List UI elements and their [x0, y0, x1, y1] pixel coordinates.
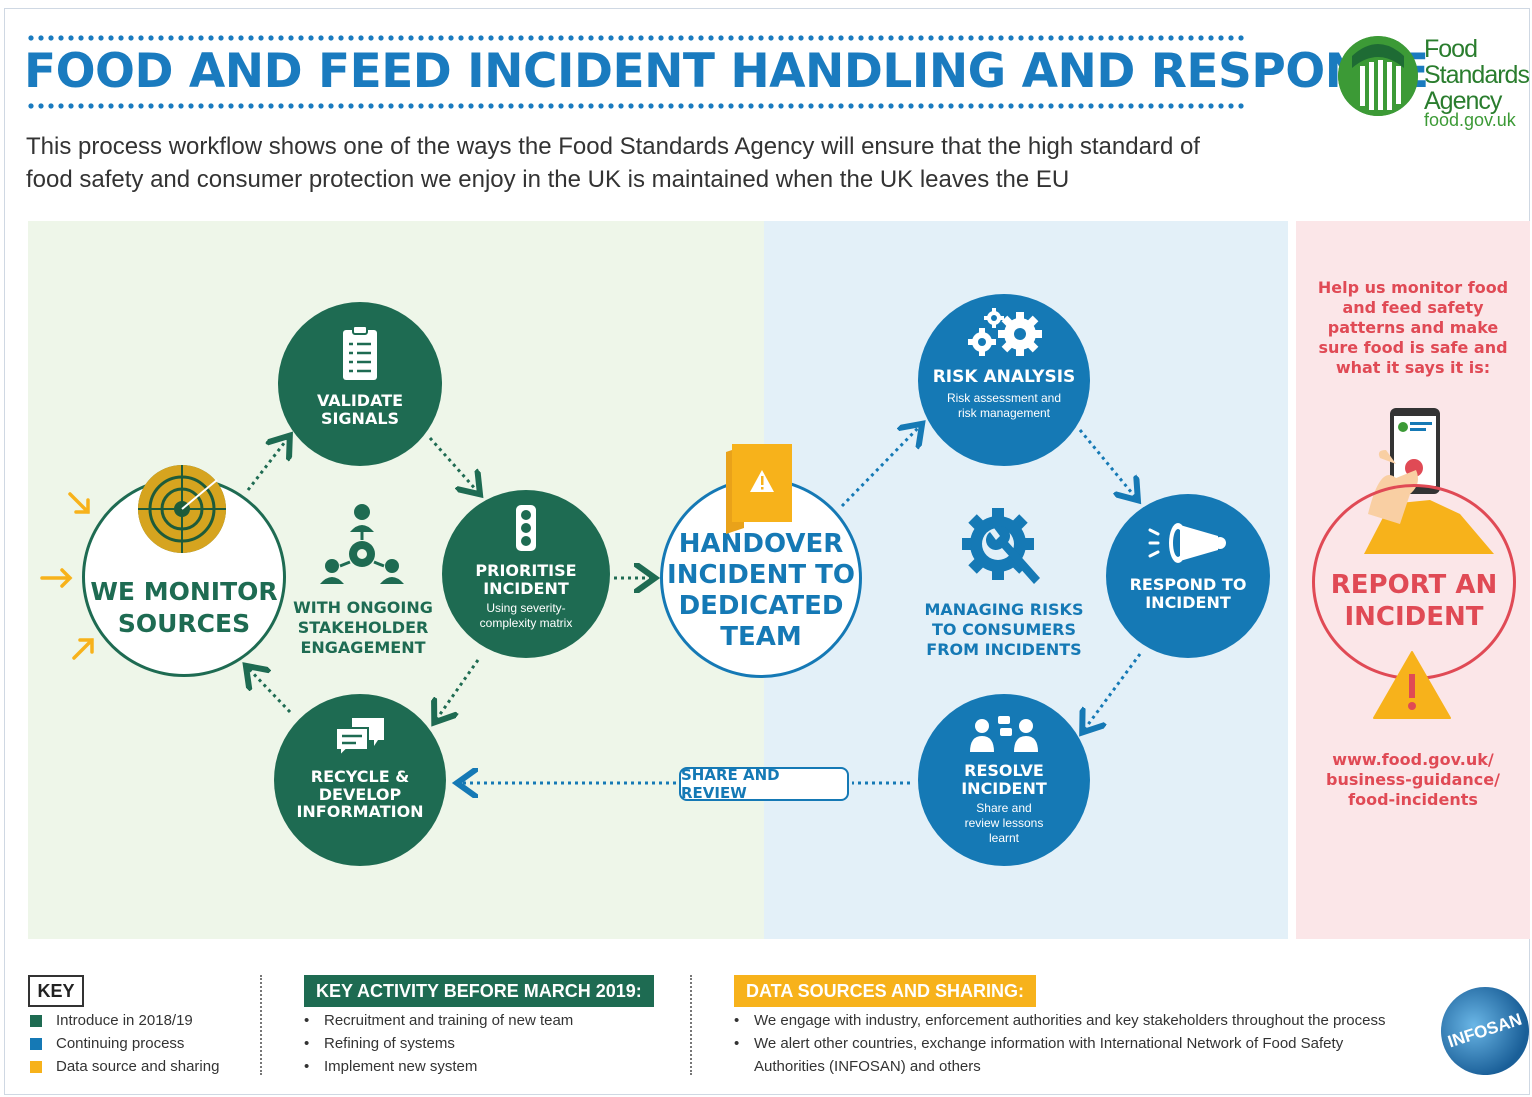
arrow-respond-to-resolve	[1084, 653, 1142, 730]
arrow-handover-to-risk	[840, 426, 920, 508]
data-sources-list: We engage with industry, enforcement aut…	[732, 1009, 1412, 1078]
key-swatch-blue	[30, 1037, 42, 1050]
warning-triangle-icon	[1372, 650, 1452, 720]
resolve-incident-node[interactable]: RESOLVE INCIDENT Share and review lesson…	[918, 694, 1090, 866]
key-item-data-source: Data source and sharing	[30, 1058, 219, 1075]
data-sources-title: DATA SOURCES AND SHARING:	[734, 975, 1036, 1007]
page-title: FOOD AND FEED INCIDENT HANDLING AND RESP…	[24, 44, 1429, 99]
recycle-develop-node[interactable]: RECYCLE & DEVELOP INFORMATION	[274, 694, 446, 866]
list-item: We alert other countries, exchange infor…	[732, 1032, 1412, 1078]
chat-bubbles-icon	[334, 716, 386, 762]
key-item-continuing: Continuing process	[30, 1035, 184, 1052]
managing-risks-text: MANAGING RISKS TO CONSUMERS FROM INCIDEN…	[924, 600, 1084, 659]
key-title: KEY	[28, 975, 84, 1007]
traffic-light-icon	[515, 504, 537, 556]
fsa-logo[interactable]: Food Standards Agency food.gov.uk	[1338, 34, 1530, 134]
list-item: Refining of systems	[302, 1032, 573, 1055]
validate-signals-node[interactable]: VALIDATE SIGNALS	[278, 302, 442, 466]
risk-analysis-node[interactable]: RISK ANALYSIS Risk assessment and risk m…	[918, 294, 1090, 466]
report-incident-node[interactable]: REPORT AN INCIDENT	[1312, 484, 1516, 680]
respond-incident-node[interactable]: RESPOND TO INCIDENT	[1106, 494, 1270, 658]
megaphone-icon	[1148, 520, 1228, 570]
radar-icon	[137, 464, 227, 554]
people-network-icon	[320, 502, 404, 586]
key-activity-title: KEY ACTIVITY BEFORE MARCH 2019:	[304, 975, 654, 1007]
list-item: Recruitment and training of new team	[302, 1009, 573, 1032]
footer-divider-1	[260, 975, 262, 1075]
wrench-gear-icon	[960, 506, 1044, 592]
prioritise-incident-node[interactable]: PRIORITISE INCIDENT Using severity-compl…	[442, 490, 610, 658]
stakeholder-engagement-text: WITH ONGOING STAKEHOLDER ENGAGEMENT	[293, 598, 433, 657]
people-discussion-icon	[968, 714, 1040, 756]
arrow-prioritise-to-recycle	[436, 659, 480, 720]
arrow-monitor-to-validate	[246, 438, 288, 491]
key-activity-list: Recruitment and training of new team Ref…	[302, 1009, 573, 1078]
title-dots-bottom	[26, 103, 1248, 109]
share-review-label: SHARE AND REVIEW	[679, 766, 849, 802]
title-dots-top	[26, 35, 1248, 41]
logo-wordmark: Food Standards Agency	[1424, 35, 1530, 115]
arrow-risk-to-respond	[1078, 429, 1136, 498]
key-item-introduce: Introduce in 2018/19	[30, 1012, 193, 1029]
logo-url: food.gov.uk	[1424, 110, 1516, 130]
gears-icon	[964, 308, 1044, 362]
fork-logo-icon	[1338, 36, 1418, 116]
intro-text: This process workflow shows one of the w…	[26, 133, 1200, 193]
list-item: Implement new system	[302, 1055, 573, 1078]
arrow-validate-to-prioritise	[428, 437, 478, 492]
list-item: We engage with industry, enforcement aut…	[732, 1009, 1412, 1032]
report-help-text: Help us monitor food and feed safety pat…	[1317, 278, 1509, 377]
report-url-link[interactable]: www.food.gov.uk/ business-guidance/ food…	[1326, 750, 1500, 809]
key-swatch-yellow	[30, 1060, 42, 1073]
footer-divider-2	[690, 975, 692, 1075]
warning-folder-icon	[722, 442, 798, 534]
arrow-recycle-to-monitor	[248, 668, 292, 714]
clipboard-checklist-icon	[340, 324, 380, 386]
key-swatch-green	[30, 1014, 42, 1027]
